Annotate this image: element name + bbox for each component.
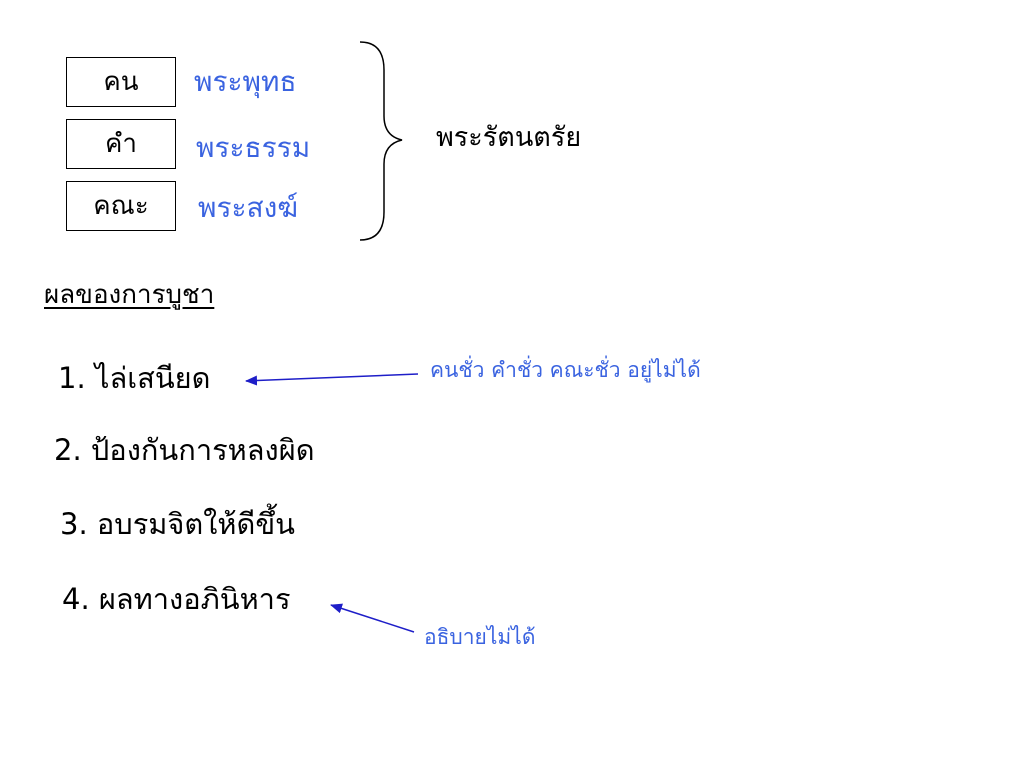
term-box-word: คำ <box>66 119 176 169</box>
term-box-group: คณะ <box>66 181 176 231</box>
term-buddha: พระพุทธ <box>194 65 297 98</box>
benefit-3: 3. อบรมจิตให้ดีขึ้น <box>60 507 295 541</box>
benefit-4: 4. ผลทางอภินิหาร <box>62 582 291 616</box>
right-brace-shape <box>359 41 403 241</box>
term-box-word-label: คำ <box>105 129 137 159</box>
benefit-1: 1. ไล่เสนียด <box>58 361 211 395</box>
term-box-group-label: คณะ <box>93 191 149 221</box>
arrow-benefit-1 <box>245 373 419 386</box>
term-box-people-label: คน <box>103 67 139 97</box>
term-sangha: พระสงฆ์ <box>198 191 299 224</box>
benefit-2: 2. ป้องกันการหลงผิด <box>54 433 315 467</box>
section-title-text: ผลของการบูชา <box>44 280 215 310</box>
term-box-people: คน <box>66 57 176 107</box>
note-benefit-4: อธิบายไม่ได้ <box>424 625 536 649</box>
triple-gem-label: พระรัตนตรัย <box>436 122 582 153</box>
section-title: ผลของการบูชา <box>44 280 214 311</box>
arrow-benefit-4 <box>330 603 415 633</box>
note-benefit-1: คนชั่ว คำชั่ว คณะชั่ว อยู่ไม่ได้ <box>430 358 701 382</box>
term-dhamma: พระธรรม <box>196 131 311 164</box>
